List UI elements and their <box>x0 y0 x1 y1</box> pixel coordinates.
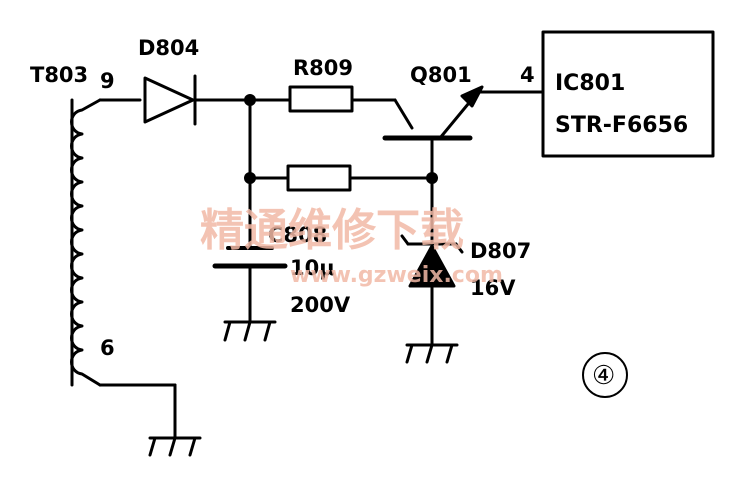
watermark-text: 精通维修下载 <box>200 205 464 256</box>
label-r809: R809 <box>293 56 353 80</box>
label-ic-part: STR-F6656 <box>555 113 688 138</box>
label-c808: C808 <box>268 223 327 247</box>
junction-dot <box>426 172 438 184</box>
ground-transformer <box>148 436 202 457</box>
resistor-2 <box>286 164 352 192</box>
wire-base-bar <box>393 98 414 130</box>
label-d804: D804 <box>138 36 199 60</box>
label-figure-number: ④ <box>592 361 615 391</box>
label-zener-voltage: 16V <box>470 276 516 300</box>
ground-cap <box>223 320 277 342</box>
diode-d804 <box>143 74 197 126</box>
ground-zener <box>405 343 459 364</box>
junction-dot <box>244 172 256 184</box>
junction-dot <box>244 94 256 106</box>
resistor-r809 <box>288 85 354 113</box>
transformer-winding <box>70 98 102 387</box>
label-ic801: IC801 <box>555 71 625 96</box>
label-t803: T803 <box>30 63 88 87</box>
label-pin6: 6 <box>100 336 115 360</box>
watermark-url: www.gzweix.com <box>290 263 503 288</box>
ic801-box <box>541 30 715 158</box>
figure-number-circle <box>582 352 628 398</box>
label-cap-value: 10μ <box>290 256 335 280</box>
label-pin9: 9 <box>100 69 115 93</box>
label-cap-voltage: 200V <box>290 293 351 317</box>
emitter-arrow <box>460 85 484 108</box>
label-ic-pin4: 4 <box>520 63 535 87</box>
label-q801: Q801 <box>410 63 472 87</box>
label-d807: D807 <box>470 239 531 263</box>
